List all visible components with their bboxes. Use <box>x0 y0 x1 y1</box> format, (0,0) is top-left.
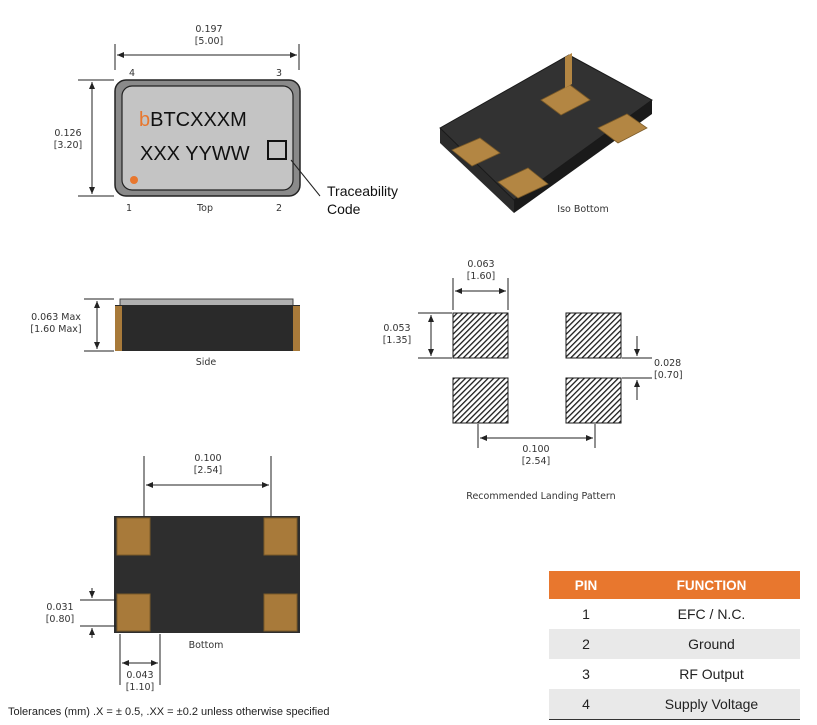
iso-pad-right <box>597 113 648 144</box>
landing-gap-mm: [0.70] <box>654 370 683 381</box>
landing-pad-top-right <box>565 312 622 359</box>
side-height-inch: 0.063 Max <box>31 312 81 323</box>
pin-table-header: PIN FUNCTION <box>549 571 800 599</box>
side-height-mm: [1.60 Max] <box>30 324 81 335</box>
landing-pattern-caption: Recommended Landing Pattern <box>466 491 615 502</box>
bottom-pad-height-inch: 0.031 <box>46 602 73 613</box>
bottom-pitch-inch: 0.100 <box>194 453 221 464</box>
pin-number: 1 <box>582 606 590 622</box>
pin-function: EFC / N.C. <box>677 606 746 622</box>
bottom-pad-height-mm: [0.80] <box>46 614 75 625</box>
bottom-pad-4 <box>116 517 151 556</box>
bottom-view: 0.100 [2.54] Bottom 0.031 [0.80] 0.043 [… <box>46 453 300 693</box>
landing-pitch-mm: [2.54] <box>522 456 551 467</box>
iso-bottom-face <box>439 54 653 201</box>
landing-pad-top-left <box>452 312 509 359</box>
top-width-mm: [5.00] <box>195 36 224 47</box>
landing-pad-width-inch: 0.063 <box>467 259 494 270</box>
pin4-label-top: 4 <box>129 68 135 79</box>
pin-function: Supply Voltage <box>623 689 800 720</box>
traceability-code-box <box>267 140 287 160</box>
top-height-inch: 0.126 <box>54 128 81 139</box>
bottom-pitch-mm: [2.54] <box>194 465 223 476</box>
tolerance-note: Tolerances (mm) .X = ± 0.5, .XX = ±0.2 u… <box>8 706 330 718</box>
traceability-leader <box>290 159 321 197</box>
landing-gap-inch: 0.028 <box>654 358 681 369</box>
iso-pad-back <box>540 84 591 116</box>
landing-pattern: 0.063 [1.60] 0.053 [1.35] 0.028 [0.70] 0… <box>383 259 683 502</box>
side-body <box>115 305 300 351</box>
landing-pad-bottom-left <box>452 377 509 424</box>
iso-pad-left <box>451 137 501 167</box>
part-marking-prefix: b <box>139 109 150 131</box>
bottom-pad-width-inch: 0.043 <box>126 670 153 681</box>
bottom-pad-1 <box>263 593 298 632</box>
pin2-label-top: 2 <box>276 203 282 214</box>
pin-function: RF Output <box>679 666 744 682</box>
iso-view-caption: Iso Bottom <box>557 204 608 215</box>
landing-pad-height-mm: [1.35] <box>383 335 412 346</box>
pin1-label-top: 1 <box>126 203 132 214</box>
table-row: 1 EFC / N.C. <box>549 599 800 629</box>
traceability-label-line1: Traceability <box>327 183 398 199</box>
bottom-pad-3 <box>263 517 298 556</box>
part-marking-line2: XXX YYWW <box>140 143 250 165</box>
traceability-label-line2: Code <box>327 201 361 217</box>
bottom-view-caption: Bottom <box>189 640 224 651</box>
landing-pad-bottom-right <box>565 377 622 424</box>
function-column-header: FUNCTION <box>623 571 800 599</box>
top-width-inch: 0.197 <box>195 24 222 35</box>
side-terminal-right <box>293 306 300 351</box>
top-height-mm: [3.20] <box>54 140 83 151</box>
pin1-indicator-dot <box>130 176 138 184</box>
side-terminal-left <box>115 306 122 351</box>
pin-number: 3 <box>582 666 590 682</box>
landing-pad-height-inch: 0.053 <box>383 323 410 334</box>
part-marking-code: BTCXXXM <box>150 109 247 131</box>
side-view: 0.063 Max [1.60 Max] Side <box>30 298 300 368</box>
pin-function: Ground <box>623 629 800 659</box>
pin-function-table: PIN FUNCTION 1 EFC / N.C. 2 Ground 3 RF … <box>549 571 800 720</box>
pin-number: 2 <box>549 629 623 659</box>
pin3-label-top: 3 <box>276 68 282 79</box>
top-view-caption: Top <box>196 203 213 214</box>
side-view-caption: Side <box>196 357 217 368</box>
iso-corner-pad <box>565 53 572 88</box>
landing-pad-width-mm: [1.60] <box>467 271 496 282</box>
bottom-pad-2 <box>116 593 151 632</box>
top-view: 0.197 [5.00] 0.126 [3.20] 4 3 1 2 Top bB… <box>54 24 398 217</box>
part-marking-line1: bBTCXXXM <box>139 109 247 131</box>
iso-pad-front <box>497 167 549 199</box>
iso-bottom-view: Iso Bottom <box>439 53 653 215</box>
table-row: 2 Ground <box>549 629 800 659</box>
package-lid <box>121 85 294 191</box>
table-row: 4 Supply Voltage <box>549 689 800 720</box>
bottom-pad-width-mm: [1.10] <box>126 682 155 693</box>
pin-column-header: PIN <box>549 571 623 599</box>
landing-pitch-inch: 0.100 <box>522 444 549 455</box>
table-row: 3 RF Output <box>549 659 800 689</box>
pin-number: 4 <box>549 689 623 720</box>
